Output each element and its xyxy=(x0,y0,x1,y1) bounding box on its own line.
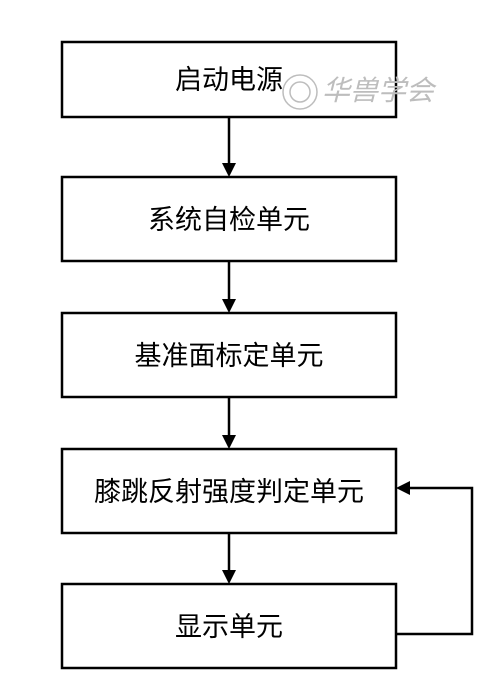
connector-4-5 xyxy=(222,533,236,584)
flow-step-start-power: 启动电源 xyxy=(60,40,398,119)
step-label-start-power: 启动电源 xyxy=(175,65,283,96)
arrowhead-icon xyxy=(222,570,236,584)
connector-1-2 xyxy=(222,117,236,177)
flow-step-reflex-intensity: 膝跳反射强度判定单元 xyxy=(60,447,398,535)
seal-inner-icon xyxy=(289,81,311,103)
step-label-reflex-intensity: 膝跳反射强度判定单元 xyxy=(94,477,364,508)
arrowhead-icon xyxy=(222,299,236,313)
watermark-text: 华兽学会 xyxy=(322,74,437,107)
arrowhead-icon xyxy=(222,163,236,177)
watermark: 华兽学会 xyxy=(282,74,437,110)
seal-icon xyxy=(282,74,318,110)
connector-2-3 xyxy=(222,261,236,313)
arrowhead-icon xyxy=(222,435,236,449)
arrowhead-left-icon xyxy=(396,481,410,495)
flow-step-self-check: 系统自检单元 xyxy=(60,175,398,263)
step-label-reference-calibration: 基准面标定单元 xyxy=(135,341,324,372)
feedback-loop-connector xyxy=(396,481,474,636)
flow-step-reference-calibration: 基准面标定单元 xyxy=(60,311,398,399)
step-label-self-check: 系统自检单元 xyxy=(148,205,310,236)
flow-step-display: 显示单元 xyxy=(60,582,398,670)
connector-3-4 xyxy=(222,397,236,449)
step-label-display: 显示单元 xyxy=(175,612,283,643)
